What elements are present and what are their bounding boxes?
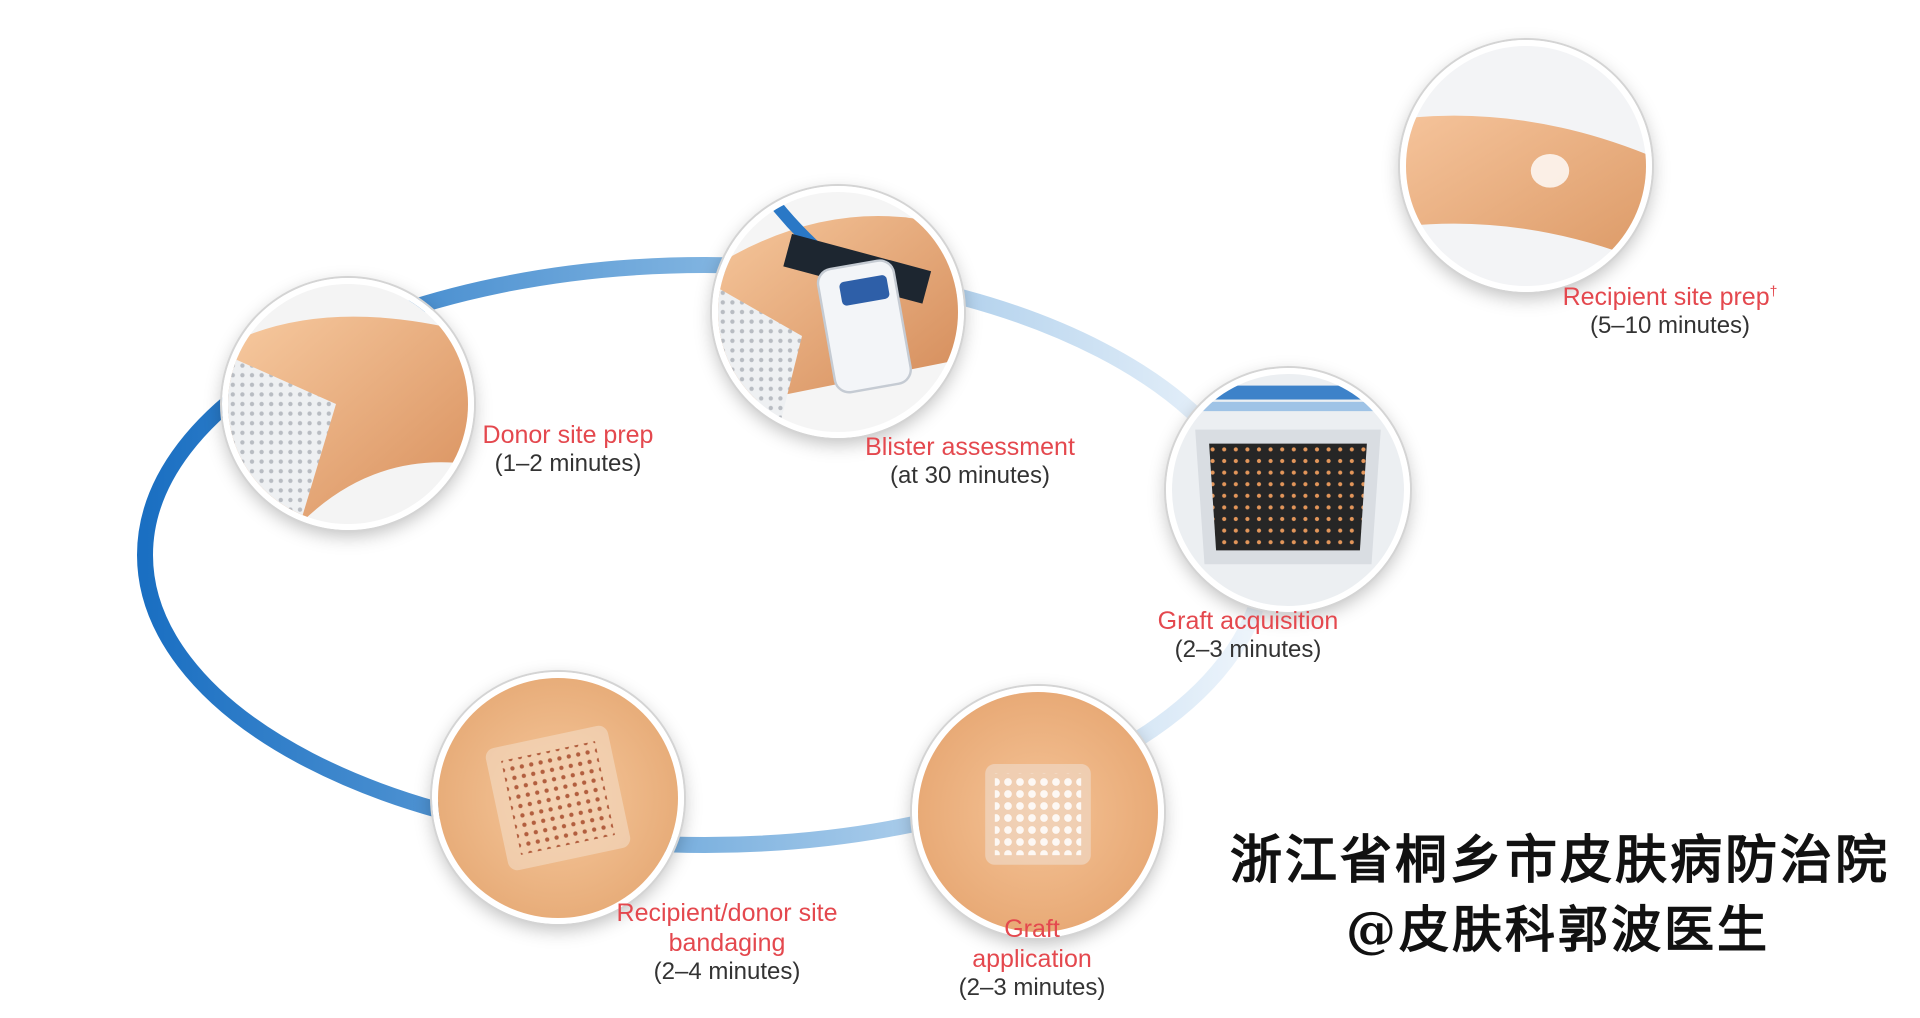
- bandaging-title-line2: bandaging: [668, 929, 786, 957]
- watermark-doctor: @皮肤科郭波医生: [1346, 900, 1770, 959]
- blister-assessment-title: Blister assessment: [865, 433, 1075, 461]
- graft-acquisition-image: [1166, 368, 1410, 612]
- blister-device-image: [712, 186, 964, 438]
- graft-application-title-line2: application: [972, 945, 1092, 973]
- bandaging-image: [432, 672, 684, 924]
- recipient-site-image: [1400, 40, 1652, 292]
- recipient-site-time: (5–10 minutes): [1589, 312, 1751, 339]
- dagger-mark: †: [1769, 282, 1778, 299]
- watermark-hospital: 浙江省桐乡市皮肤病防治院: [1229, 830, 1890, 891]
- bandaging-time: (2–4 minutes): [653, 958, 801, 985]
- graft-acquisition-time: (2–3 minutes): [1174, 636, 1322, 663]
- graft-application-time: (2–3 minutes): [958, 974, 1106, 1001]
- bandaging-title-line1: Recipient/donor site: [616, 899, 838, 927]
- donor-site-time: (1–2 minutes): [494, 450, 642, 477]
- graft-application-title-line1: Graft: [1004, 915, 1060, 943]
- donor-site-image: [222, 278, 474, 530]
- donor-site-title: Donor site prep: [482, 421, 654, 449]
- recipient-site-title: Recipient site prep†: [1562, 282, 1778, 311]
- graft-acquisition-title: Graft acquisition: [1157, 607, 1339, 635]
- graft-application-image: [912, 686, 1164, 938]
- blister-assessment-time: (at 30 minutes): [889, 462, 1051, 489]
